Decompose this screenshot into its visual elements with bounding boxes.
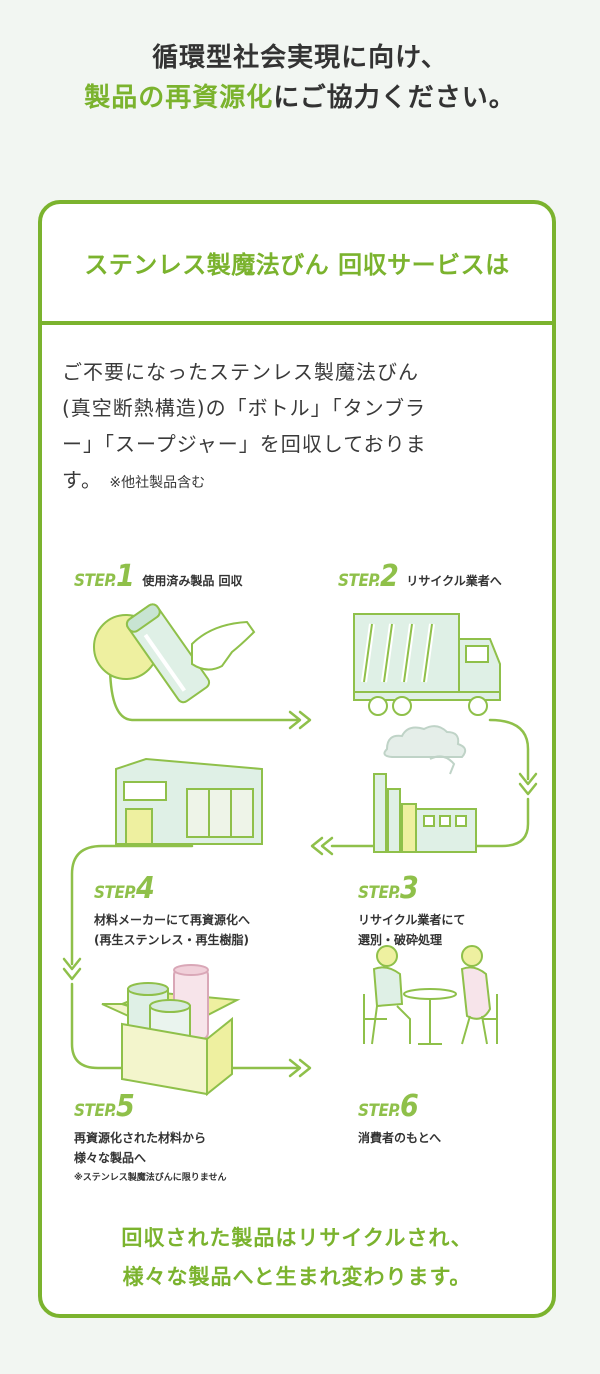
step1-title: 使用済み製品 回収 [142, 574, 243, 588]
footer-line1: 回収された製品はリサイクルされ、 [121, 1226, 473, 1250]
step5-desc-line2: 様々な製品へ [74, 1151, 147, 1165]
step2-title: リサイクル業者へ [406, 574, 502, 588]
step3-description: リサイクル業者にて 選別・破砕処理 [358, 910, 465, 950]
step5-badge: STEP.5 [74, 1089, 135, 1124]
step5-box-illustration [101, 964, 241, 1097]
step2: STEP.2 リサイクル業者へ [338, 562, 502, 592]
step6-description: 消費者のもとへ [358, 1128, 441, 1148]
step2-badge: STEP.2 [338, 559, 399, 594]
footer-line2: 様々な製品へと生まれ変わります。 [122, 1265, 472, 1289]
step5-desc-line1: 再資源化された材料から [74, 1131, 207, 1145]
step4-description: 材料メーカーにて再資源化へ (再生ステンレス・再生樹脂) [94, 910, 250, 950]
headline-green-phrase: 製品の再資源化 [84, 83, 274, 113]
step3-factory-illustration [373, 725, 477, 853]
step3-badge: STEP.3 [358, 871, 419, 906]
step3-desc-line1: リサイクル業者にて [358, 913, 466, 927]
step2-truck-illustration [353, 613, 501, 716]
step4-badge: STEP.4 [94, 871, 155, 906]
step6-desc-line1: 消費者のもとへ [358, 1131, 442, 1145]
step4: STEP.4 [94, 871, 155, 906]
step1: STEP.1 使用済み製品 回収 [74, 562, 243, 592]
page-headline: 循環型社会実現に向け、 製品の再資源化にご協力ください。 [0, 38, 600, 118]
card-title: ステンレス製魔法びん 回収サービスは [42, 204, 552, 325]
step6-cafe-illustration [363, 945, 498, 1045]
intro-line4: す。 ※他社製品含む [62, 462, 532, 501]
headline-rest: にご協力ください。 [273, 83, 516, 113]
headline-line1: 循環型社会実現に向け、 [152, 43, 448, 73]
step6-badge: STEP.6 [358, 1089, 419, 1124]
step3-desc-line2: 選別・破砕処理 [358, 933, 443, 947]
step4-desc-line2: (再生ステンレス・再生樹脂) [94, 933, 249, 947]
step3: STEP.3 [358, 871, 419, 906]
flow-path [62, 662, 538, 1078]
step1-badge: STEP.1 [74, 559, 135, 594]
step1-bottle-illustration [93, 603, 256, 704]
intro-line3: ー」「スープジャー」を回収しておりま [62, 432, 427, 456]
intro-line1: ご不要になったステンレス製魔法びん [62, 360, 419, 384]
step6: STEP.6 [358, 1089, 419, 1124]
step4-desc-line1: 材料メーカーにて再資源化へ [94, 913, 251, 927]
intro-note: ※他社製品含む [109, 475, 206, 491]
step5-description: 再資源化された材料から 様々な製品へ ※ステンレス製魔法びんに限りません [74, 1128, 226, 1188]
recycle-service-card: ステンレス製魔法びん 回収サービスは ご不要になったステンレス製魔法びん (真空… [38, 200, 556, 1318]
recycle-flow-diagram [62, 603, 538, 1097]
headline-line2: 製品の再資源化にご協力ください。 [0, 78, 600, 118]
step5-note: ※ステンレス製魔法びんに限りません [74, 1173, 227, 1183]
intro-line2: (真空断熱構造)の「ボトル」「タンブラ [62, 396, 427, 420]
card-footer-message: 回収された製品はリサイクルされ、 様々な製品へと生まれ変わります。 [42, 1219, 552, 1297]
intro-text: ご不要になったステンレス製魔法びん (真空断熱構造)の「ボトル」「タンブラ ー」… [62, 354, 532, 501]
step5: STEP.5 [74, 1089, 135, 1124]
intro-line4-text: す。 [62, 468, 102, 492]
step4-building-illustration [115, 757, 263, 845]
